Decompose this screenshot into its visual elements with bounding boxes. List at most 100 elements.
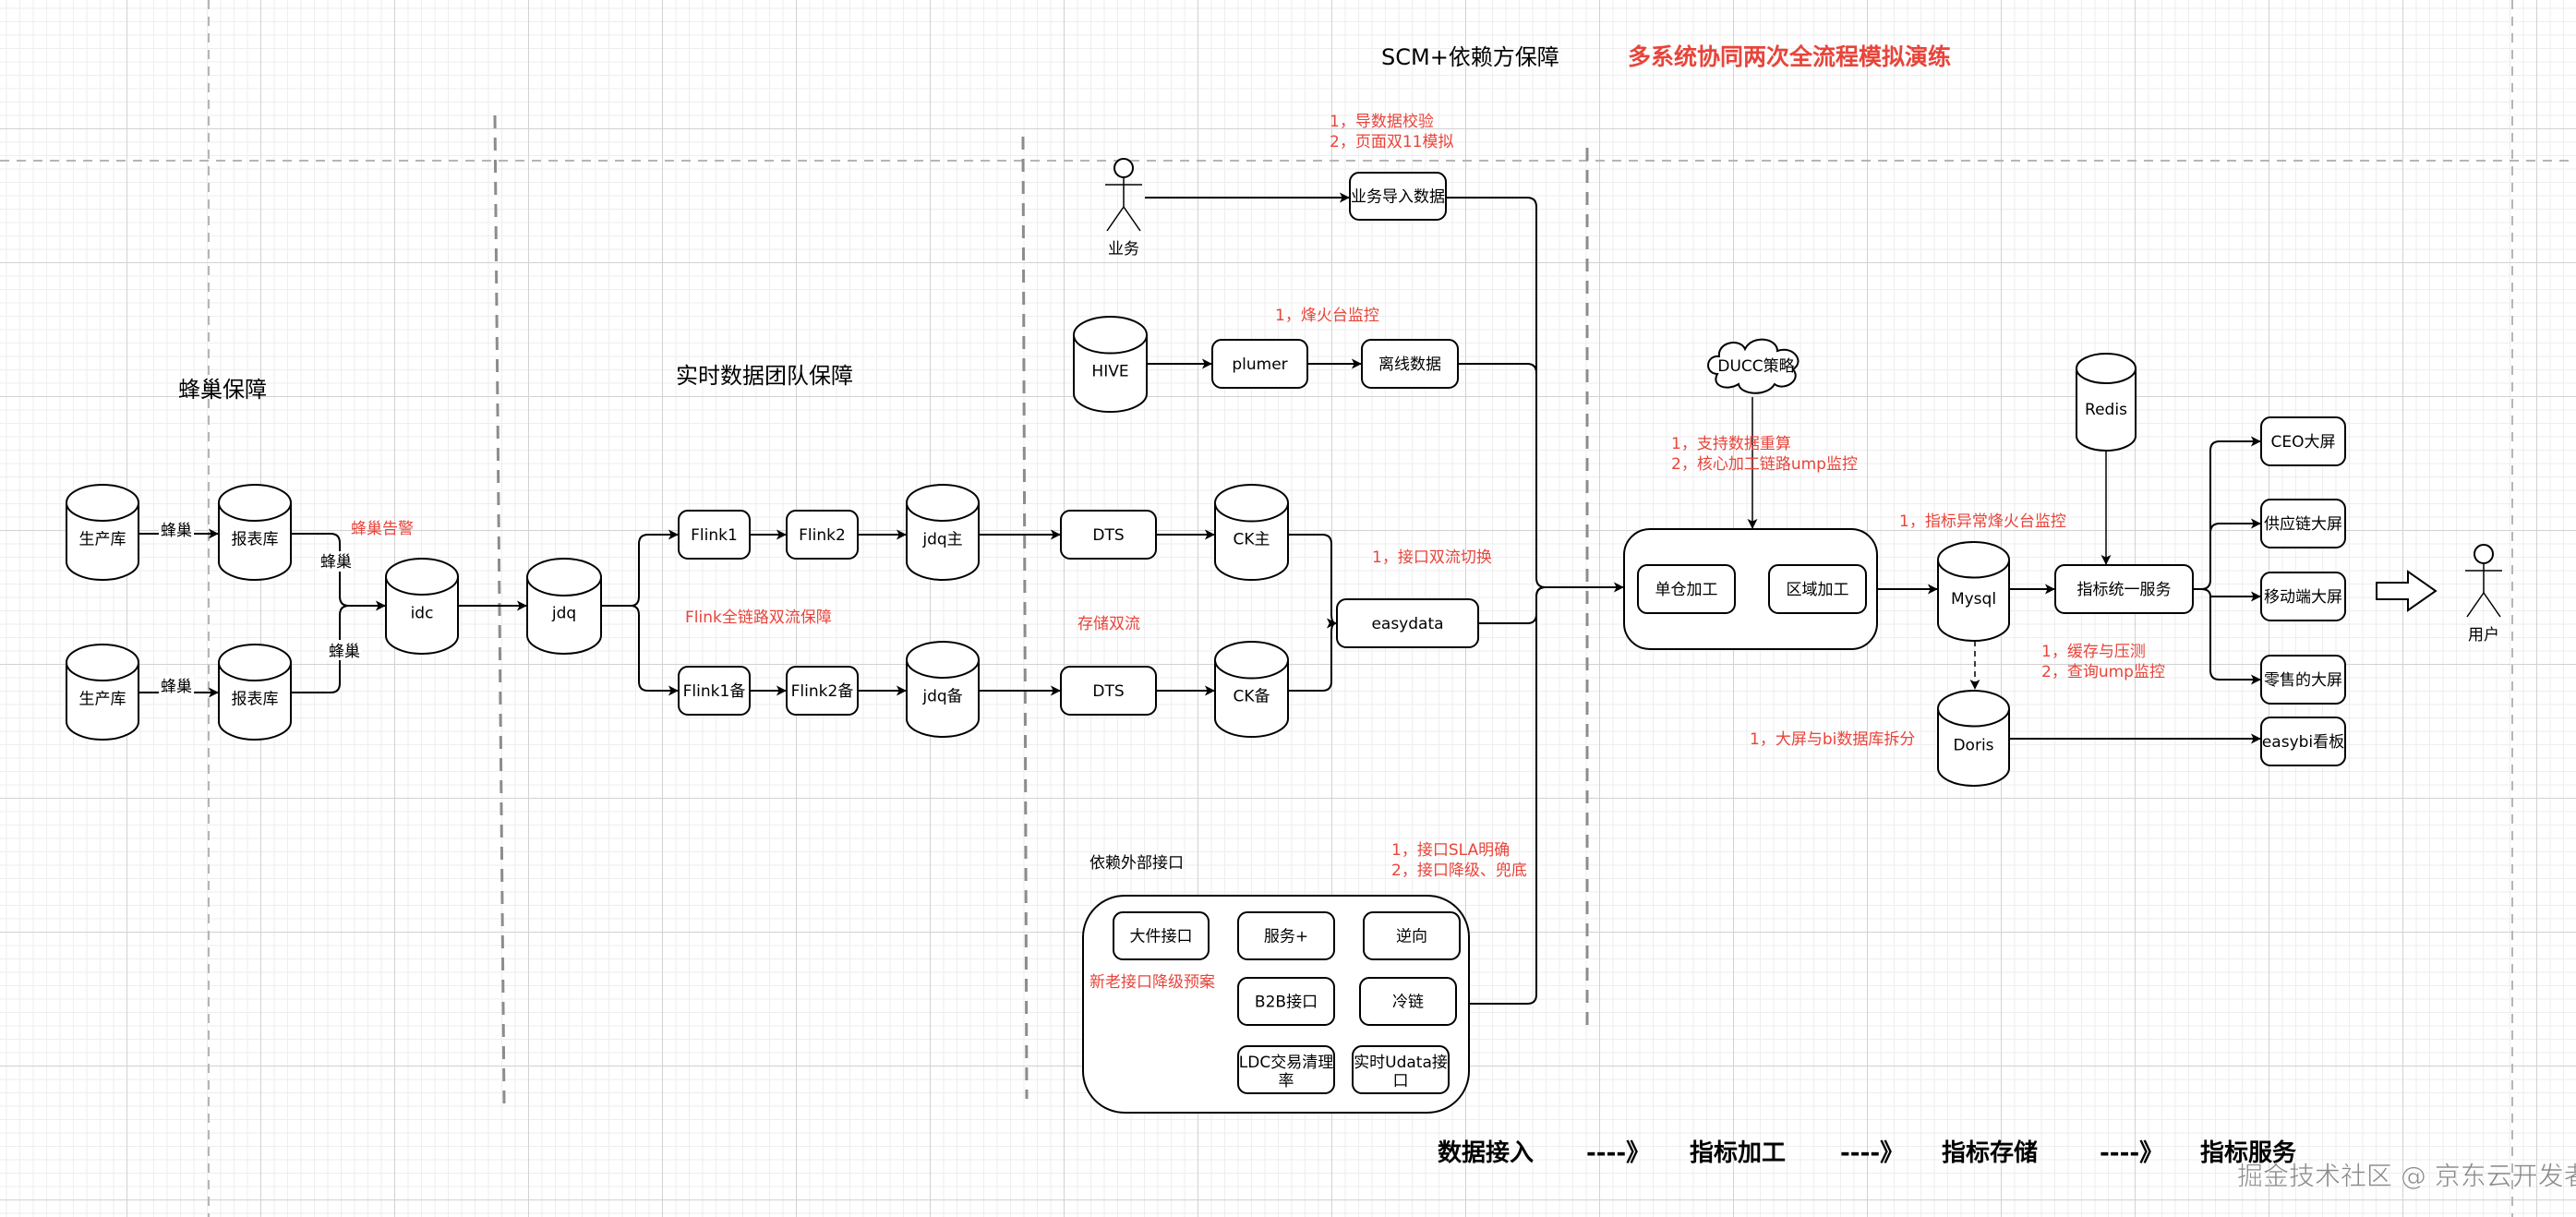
node-ducc[interactable]: DUCC策略 [1707,338,1800,394]
node-retail-screen[interactable]: 零售的大屏 [2260,655,2346,705]
cylinder-rim [1073,334,1148,355]
annotations: 蜂巢告警 Flink全链路双流保障 存储双流 1，导数据校验 2，页面双11模拟… [351,113,2165,992]
box-outline [2260,416,2346,466]
node-label: CK主 [1233,531,1270,549]
node-prod-db-1[interactable]: 生产库 [66,484,139,581]
node-flink1[interactable]: Flink1 [678,510,751,560]
flow-step: 指标存储 [1942,1139,2038,1167]
annotation-metric-alarm: 1，指标异常烽火台监控 [1899,512,2066,531]
node-easydata[interactable]: easydata [1336,598,1479,648]
node-dts-1[interactable]: DTS [1060,510,1157,560]
title-drill: 多系统协同两次全流程模拟演练 [1628,43,1951,70]
cylinder-rim [2076,368,2137,384]
node-flink2-bak[interactable]: Flink2备 [786,666,859,716]
annotation-fengchao-alert: 蜂巢告警 [351,520,414,538]
node-ceo-screen[interactable]: CEO大屏 [2260,416,2346,466]
box-outline [1363,911,1461,960]
node-business-actor[interactable]: 业务 [1105,158,1142,259]
node-single-wh[interactable]: 单仓加工 [1637,564,1736,614]
box-outline [2260,572,2346,621]
node-region[interactable]: 区域加工 [1768,564,1867,614]
edge-label-fengchao: 蜂巢 [329,643,360,661]
box-outline [2260,499,2346,548]
node-label: 实时Udata接 [1354,1054,1448,1072]
ext-cold-chain-api[interactable]: 冷链 [1359,977,1457,1026]
box-outline [1237,911,1335,960]
node-prod-db-2[interactable]: 生产库 [66,644,139,741]
node-report-db-2[interactable]: 报表库 [218,644,292,741]
node-idc[interactable]: idc [385,558,459,655]
cylinder-rim [906,502,980,522]
connector-arrow [1458,363,1537,578]
flow-step: 指标服务 [2200,1139,2296,1167]
node-label: Doris [1953,737,1993,755]
node-offline-data[interactable]: 离线数据 [1361,339,1459,389]
box-outline [2260,655,2346,705]
node-label: 区域加工 [1787,581,1849,599]
cylinder-rim [1937,708,2010,728]
node-label: 供应链大屏 [2264,515,2342,534]
box-outline [786,510,859,560]
node-flink2[interactable]: Flink2 [786,510,859,560]
node-mysql[interactable]: Mysql [1937,541,2010,642]
node-processing-group[interactable] [1623,528,1878,650]
box-outline [2054,564,2194,614]
annotation-api-switch: 1，接口双流切换 [1372,548,1492,567]
node-easybi[interactable]: easybi看板 [2260,717,2346,766]
ext-reverse-api[interactable]: 逆向 [1363,911,1461,960]
node-report-db-1[interactable]: 报表库 [218,484,292,581]
node-flink1-bak[interactable]: Flink1备 [678,666,751,716]
box-outline [2260,717,2346,766]
node-label: 生产库 [79,531,126,549]
person-icon [2474,544,2494,564]
node-plumer[interactable]: plumer [1211,339,1308,389]
cylinder-rim [1214,659,1289,680]
node-user-actor[interactable]: 用户 [2465,544,2502,645]
ext-b2b-api[interactable]: B2B接口 [1237,977,1335,1026]
node-jdq[interactable]: jdq [526,558,602,655]
node-label: 报表库 [232,691,279,709]
node-label: 报表库 [232,531,279,549]
annotation-split-db: 1，大屏与bi数据库拆分 [1750,730,1915,749]
watermark: 掘金技术社区 @ 京东云开发者 [2237,1161,2576,1191]
annotation-flink-dual: Flink全链路双流保障 [685,608,832,627]
node-ck-bak[interactable]: CK备 [1214,641,1289,738]
box-outline [678,510,751,560]
node-supply-screen[interactable]: 供应链大屏 [2260,499,2346,548]
cylinder-rim [526,576,602,596]
node-hive[interactable]: HIVE [1073,316,1148,413]
node-label: jdq备 [921,688,962,706]
annotation-recompute-2: 2，核心加工链路ump监控 [1671,455,1858,474]
node-label: 零售的大屏 [2264,671,2342,690]
node-label: 逆向 [1396,928,1427,946]
box-outline [1637,564,1736,614]
node-jdq-main[interactable]: jdq主 [906,484,980,581]
node-jdq-bak[interactable]: jdq备 [906,641,980,738]
node-doris[interactable]: Doris [1937,690,2010,787]
node-label: 冷链 [1392,994,1424,1012]
ext-large-item-api[interactable]: 大件接口 [1113,911,1210,960]
node-ck-main[interactable]: CK主 [1214,484,1289,581]
connector-arrow [2209,596,2261,685]
connector-arrow [2193,436,2261,590]
node-business-import[interactable]: 业务导入数据 [1349,172,1447,221]
node-label: B2B接口 [1255,994,1318,1012]
box-outline [1359,977,1457,1026]
ext-service-plus-api[interactable]: 服务+ [1237,911,1335,960]
node-redis[interactable]: Redis [2076,353,2137,452]
node-metric-service[interactable]: 指标统一服务 [2054,564,2194,614]
node-dts-2[interactable]: DTS [1060,666,1157,716]
box-outline [678,666,751,716]
connector-arrow [601,529,679,607]
connector-arrow [2209,518,2261,580]
box-outline [1211,339,1308,389]
box-outline [1352,1045,1450,1094]
zone-divider-2 [1021,136,1029,1100]
cylinder-rim [385,576,459,596]
cylinder-rim [66,662,139,681]
node-mobile-screen[interactable]: 移动端大屏 [2260,572,2346,621]
connector-arrow [601,605,679,696]
